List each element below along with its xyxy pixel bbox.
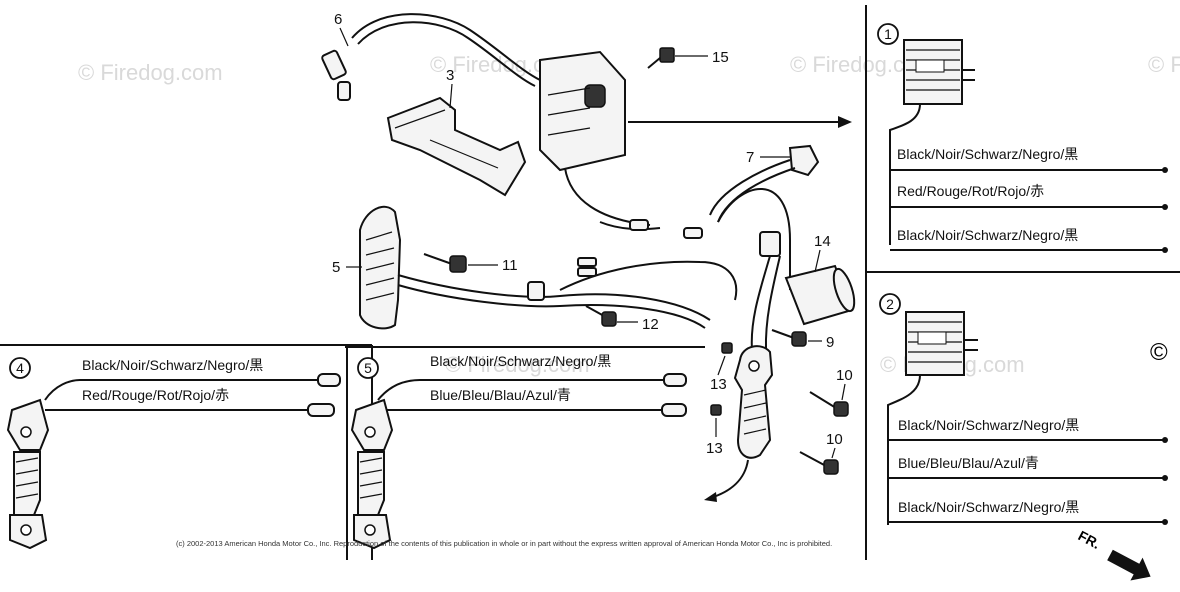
panel-1: 1 <box>877 23 1168 253</box>
wire-label: Red/Rouge/Rot/Rojo/赤 <box>897 183 1044 199</box>
callout-6: 6 <box>334 11 342 28</box>
watermark: © Firedog.com <box>78 60 223 85</box>
spark-plug-cap <box>321 13 541 101</box>
nut-13 <box>710 342 733 416</box>
callout-13: 13 <box>706 440 723 457</box>
callout-7: 7 <box>746 149 754 166</box>
panel-number: 4 <box>16 360 24 376</box>
wire-label: Black/Noir/Schwarz/Negro/黒 <box>898 417 1079 433</box>
bolt-12 <box>585 305 617 327</box>
watermark: © F <box>1148 52 1180 77</box>
bracket <box>386 96 527 197</box>
wire-harness <box>629 188 791 351</box>
wire-label: Blue/Bleu/Blau/Azul/青 <box>898 455 1039 471</box>
bolt-15 <box>647 47 675 69</box>
callout-13: 13 <box>710 376 727 393</box>
condenser <box>784 264 856 326</box>
panel-2: 2 <box>879 293 1168 525</box>
callout-12: 12 <box>642 316 659 333</box>
wire-label: Black/Noir/Schwarz/Negro/黒 <box>82 357 263 373</box>
callout-8: 5 <box>332 259 340 276</box>
panel-borders <box>0 5 1180 560</box>
front-label: FR. <box>1076 527 1103 552</box>
callout-9: 9 <box>826 334 834 351</box>
callout-3: 3 <box>446 67 454 84</box>
wire-label: Black/Noir/Schwarz/Negro/黒 <box>897 227 1078 243</box>
front-arrow-icon <box>1107 549 1151 581</box>
exciter-coil <box>359 205 738 330</box>
copyright-notice: (c) 2002-2013 American Honda Motor Co., … <box>176 539 832 548</box>
ignition-coil <box>539 50 661 231</box>
panel-number: 5 <box>364 360 372 376</box>
panel-number: 2 <box>886 296 894 312</box>
wire-label: Blue/Bleu/Blau/Azul/青 <box>430 387 571 403</box>
callout-10: 10 <box>826 431 843 448</box>
bolt-11 <box>423 253 467 273</box>
callout-11: 11 <box>502 257 518 274</box>
watermark: © Firedog.com <box>445 352 590 377</box>
screw-9 <box>771 329 807 347</box>
pulser-coil <box>704 345 774 502</box>
callout-10: 10 <box>836 367 853 384</box>
panel-4: 4 <box>6 357 341 550</box>
callout-14: 14 <box>814 233 831 250</box>
panel-number: 1 <box>884 26 892 42</box>
wire-label: Black/Noir/Schwarz/Negro/黒 <box>898 499 1079 515</box>
wire-label: Black/Noir/Schwarz/Negro/黒 <box>430 353 611 369</box>
wire-label: Red/Rouge/Rot/Rojo/赤 <box>82 387 229 403</box>
copyright-symbol: © <box>1150 339 1168 366</box>
callout-15: 15 <box>712 49 729 66</box>
panel-5: 5 <box>350 357 687 550</box>
screw-10 <box>799 391 849 475</box>
wire-label: Black/Noir/Schwarz/Negro/黒 <box>897 146 1078 162</box>
